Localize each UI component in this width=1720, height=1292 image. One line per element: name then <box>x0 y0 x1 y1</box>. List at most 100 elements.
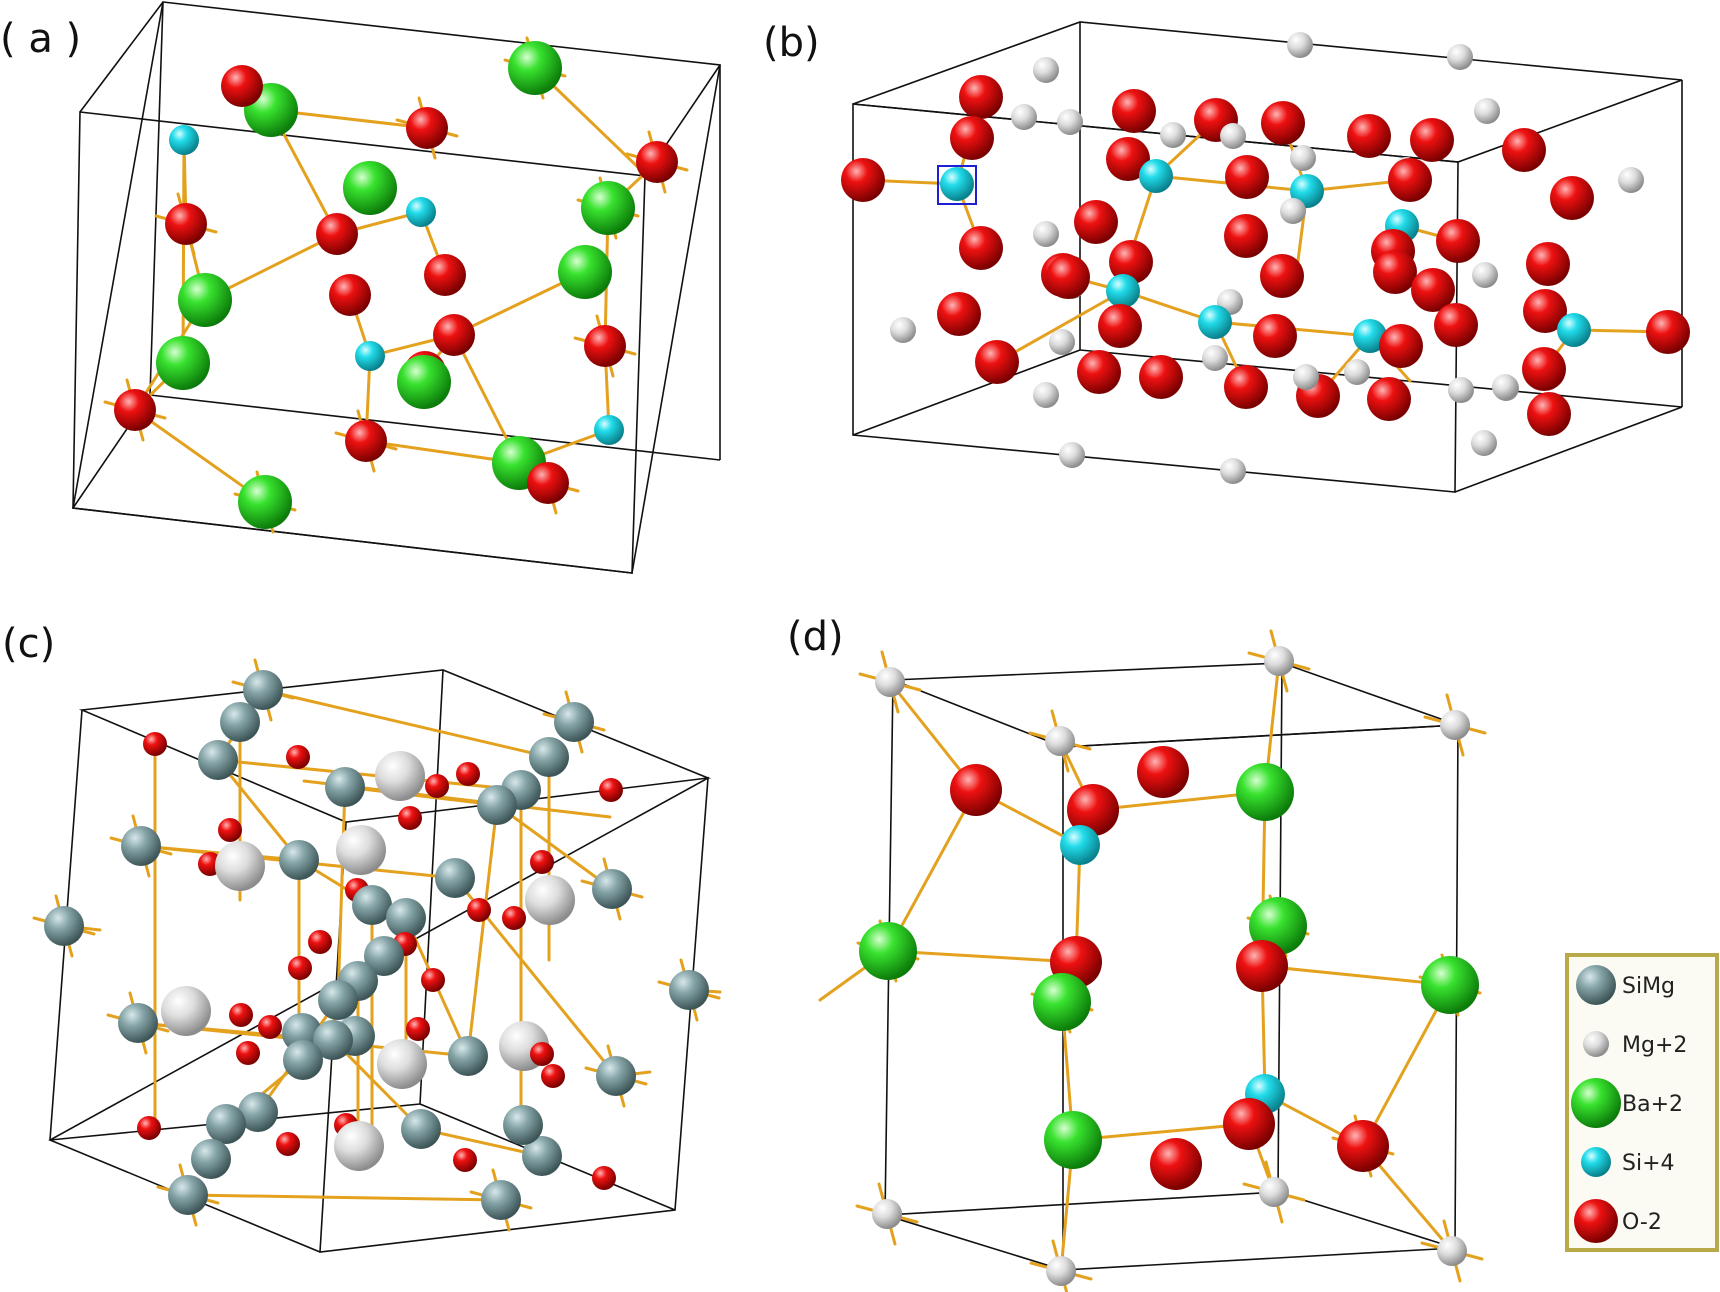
panel-c-oxygen-atom <box>599 778 623 802</box>
panel-b-magnesium-atom <box>1202 345 1228 371</box>
panel-b-magnesium-atom <box>1471 430 1497 456</box>
panel-a-oxygen-atom <box>165 203 207 245</box>
panel-a-barium-atom <box>343 161 397 215</box>
panel-a-oxygen-atom <box>329 274 371 316</box>
panel-b-oxygen-atom <box>1411 268 1455 312</box>
panel-b-magnesium-atom <box>1059 442 1085 468</box>
panel-d-barium-atom <box>859 922 917 980</box>
panel-b-oxygen-atom <box>1261 101 1305 145</box>
panel-b-oxygen-atom <box>1077 350 1121 394</box>
legend-swatch-simg <box>1576 965 1616 1005</box>
panel-c-simg-atom <box>191 1139 231 1179</box>
panel-c-oxygen-atom <box>137 1116 161 1140</box>
panel-c-oxygen-atom <box>592 1166 616 1190</box>
panel-a-oxygen-atom <box>221 65 263 107</box>
bond-d <box>886 788 978 953</box>
bond-d <box>1361 983 1452 1148</box>
panel-c-simg-atom <box>118 1003 158 1043</box>
panel-c-simg-atom <box>206 1104 246 1144</box>
panel-b-magnesium-atom <box>1280 198 1306 224</box>
panel-b-oxygen-atom <box>1367 377 1411 421</box>
panel-a-oxygen-atom <box>345 420 387 462</box>
panel-d-oxygen-atom <box>1337 1120 1389 1172</box>
panel-d-magnesium-atom <box>1259 1177 1289 1207</box>
panel-b-magnesium-atom <box>1492 374 1518 400</box>
panel-b-magnesium-atom <box>1220 458 1246 484</box>
panel-c-simg-atom <box>283 1040 323 1080</box>
panel-c-magnesium-atom <box>377 1039 427 1089</box>
panel-d-oxygen-atom <box>1236 940 1288 992</box>
panel-c-oxygen-atom <box>425 774 449 798</box>
panel-c-simg-atom <box>168 1175 208 1215</box>
panel-b-oxygen-atom <box>1074 200 1118 244</box>
panel-b-oxygen-atom <box>1112 89 1156 133</box>
selection-box[interactable] <box>937 165 977 205</box>
panel-b-oxygen-atom <box>1388 158 1432 202</box>
legend-label-mg: Mg+2 <box>1622 1033 1687 1058</box>
panel-b-magnesium-atom <box>1293 364 1319 390</box>
panel-d-oxygen-atom <box>950 764 1002 816</box>
panel-c-simg-atom <box>481 1180 521 1220</box>
panel-b-oxygen-atom <box>841 158 885 202</box>
bond-d <box>886 949 1078 964</box>
panel-b-oxygen-atom <box>950 116 994 160</box>
panel-b-oxygen-atom <box>1139 355 1183 399</box>
panel-b-oxygen-atom <box>1410 118 1454 162</box>
panel-c-oxygen-atom <box>398 806 422 830</box>
panel-b-oxygen-atom <box>1523 289 1567 333</box>
panel-d-magnesium-atom <box>1437 1236 1467 1266</box>
panel-b-oxygen-atom <box>1225 155 1269 199</box>
panel-c-magnesium-atom <box>161 986 211 1036</box>
panel-b-magnesium-atom <box>1447 44 1473 70</box>
panel-c-simg-atom <box>220 702 260 742</box>
bond-c <box>216 758 301 862</box>
panel-c-oxygen-atom <box>530 850 554 874</box>
panel-a-silicon-atom <box>355 341 385 371</box>
panel-b-silicon-atom <box>1198 305 1232 339</box>
panel-c-oxygen-atom <box>218 818 242 842</box>
legend-swatch-mg <box>1583 1031 1609 1057</box>
panel-d-magnesium-atom <box>1440 710 1470 740</box>
panel-b-oxygen-atom <box>1347 114 1391 158</box>
panel-c-oxygen-atom <box>421 968 445 992</box>
panel-c-oxygen-atom <box>288 956 312 980</box>
bond-layer <box>32 36 1670 1292</box>
panel-b-oxygen-atom <box>1046 255 1090 299</box>
panel-b-magnesium-atom <box>1472 262 1498 288</box>
panel-c-simg-atom <box>592 869 632 909</box>
panel-c-oxygen-atom <box>229 1003 253 1027</box>
panel-c-simg-atom <box>352 885 392 925</box>
panel-c-oxygen-atom <box>286 745 310 769</box>
panel-c-simg-atom <box>448 1036 488 1076</box>
panel-c-simg-atom <box>313 1020 353 1060</box>
panel-c-simg-atom <box>529 737 569 777</box>
panel-c-simg-atom <box>435 858 475 898</box>
panel-c-oxygen-atom <box>406 1017 430 1041</box>
legend-label-ba: Ba+2 <box>1622 1092 1683 1117</box>
panel-b-magnesium-atom <box>1290 145 1316 171</box>
panel-b-magnesium-atom <box>890 317 916 343</box>
panel-b-oxygen-atom <box>1502 128 1546 172</box>
panel-a-barium-atom <box>178 273 232 327</box>
panel-c-simg-atom <box>121 826 161 866</box>
panel-c-oxygen-atom <box>456 762 480 786</box>
bond-c <box>261 688 551 759</box>
panel-b-oxygen-atom <box>1550 176 1594 220</box>
panel-c-magnesium-atom <box>336 825 386 875</box>
panel-d-oxygen-atom <box>1223 1098 1275 1150</box>
panel-b-oxygen-atom <box>1373 250 1417 294</box>
panel-b-magnesium-atom <box>1033 221 1059 247</box>
panel-b-oxygen-atom <box>1526 242 1570 286</box>
panel-c-oxygen-atom <box>236 1041 260 1065</box>
panel-d-barium-atom <box>1044 1111 1102 1169</box>
panel-a-oxygen-atom <box>636 141 678 183</box>
panel-c-magnesium-atom <box>334 1121 384 1171</box>
panel-b-magnesium-atom <box>1033 382 1059 408</box>
panel-d-barium-atom <box>1033 973 1091 1031</box>
panel-c-simg-atom <box>364 936 404 976</box>
panel-c-simg-atom <box>503 1105 543 1145</box>
panel-b-oxygen-atom <box>959 75 1003 119</box>
panel-d-magnesium-atom <box>875 667 905 697</box>
panel-a-silicon-atom <box>169 125 199 155</box>
